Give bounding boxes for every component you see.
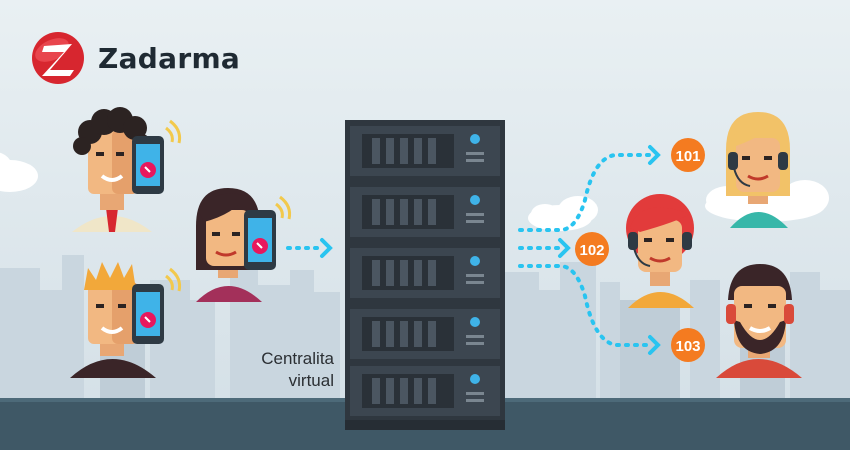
caller-blond-man bbox=[70, 262, 156, 378]
extension-label-101: 101 bbox=[675, 148, 700, 165]
zadarma-logo-icon bbox=[32, 32, 84, 84]
city-skyline bbox=[0, 255, 850, 410]
extension-label-102: 102 bbox=[579, 242, 604, 259]
headset-icon bbox=[628, 232, 692, 267]
agent-101-blonde-woman bbox=[726, 112, 790, 228]
brand-name: Zadarma bbox=[98, 41, 241, 75]
server-label: Centralita virtual bbox=[222, 348, 334, 392]
incoming-flow-arrow bbox=[286, 238, 333, 258]
smartphone-icon bbox=[132, 284, 164, 344]
arrow-right-icon bbox=[648, 145, 661, 165]
cloud-icon bbox=[528, 196, 598, 231]
brand: Zadarma bbox=[30, 30, 240, 86]
extension-badge-103: 103 bbox=[671, 328, 705, 362]
arrow-right-icon bbox=[648, 335, 661, 355]
server-rack-icon bbox=[345, 120, 505, 430]
server-label-line1: Centralita bbox=[261, 349, 334, 368]
signal-waves-icon bbox=[275, 195, 292, 220]
cloud-icon bbox=[0, 152, 38, 192]
signal-waves-icon bbox=[165, 267, 182, 292]
extension-badge-102: 102 bbox=[575, 232, 609, 266]
agent-103-bearded-man bbox=[716, 264, 802, 378]
cloud-icon bbox=[705, 180, 829, 222]
smartphone-icon bbox=[132, 136, 164, 194]
server-label-line2: virtual bbox=[288, 371, 334, 390]
agent-102-redhead bbox=[626, 194, 694, 308]
arrow-right-icon bbox=[558, 238, 571, 258]
headset-icon bbox=[726, 304, 794, 324]
smartphone-icon bbox=[244, 210, 276, 270]
extension-label-103: 103 bbox=[675, 338, 700, 355]
outgoing-flow-arrows bbox=[518, 145, 661, 355]
server-units bbox=[350, 126, 500, 416]
headset-icon bbox=[728, 152, 788, 187]
arrow-right-icon bbox=[320, 238, 333, 258]
extension-badge-101: 101 bbox=[671, 138, 705, 172]
signal-waves-icon bbox=[165, 119, 182, 144]
